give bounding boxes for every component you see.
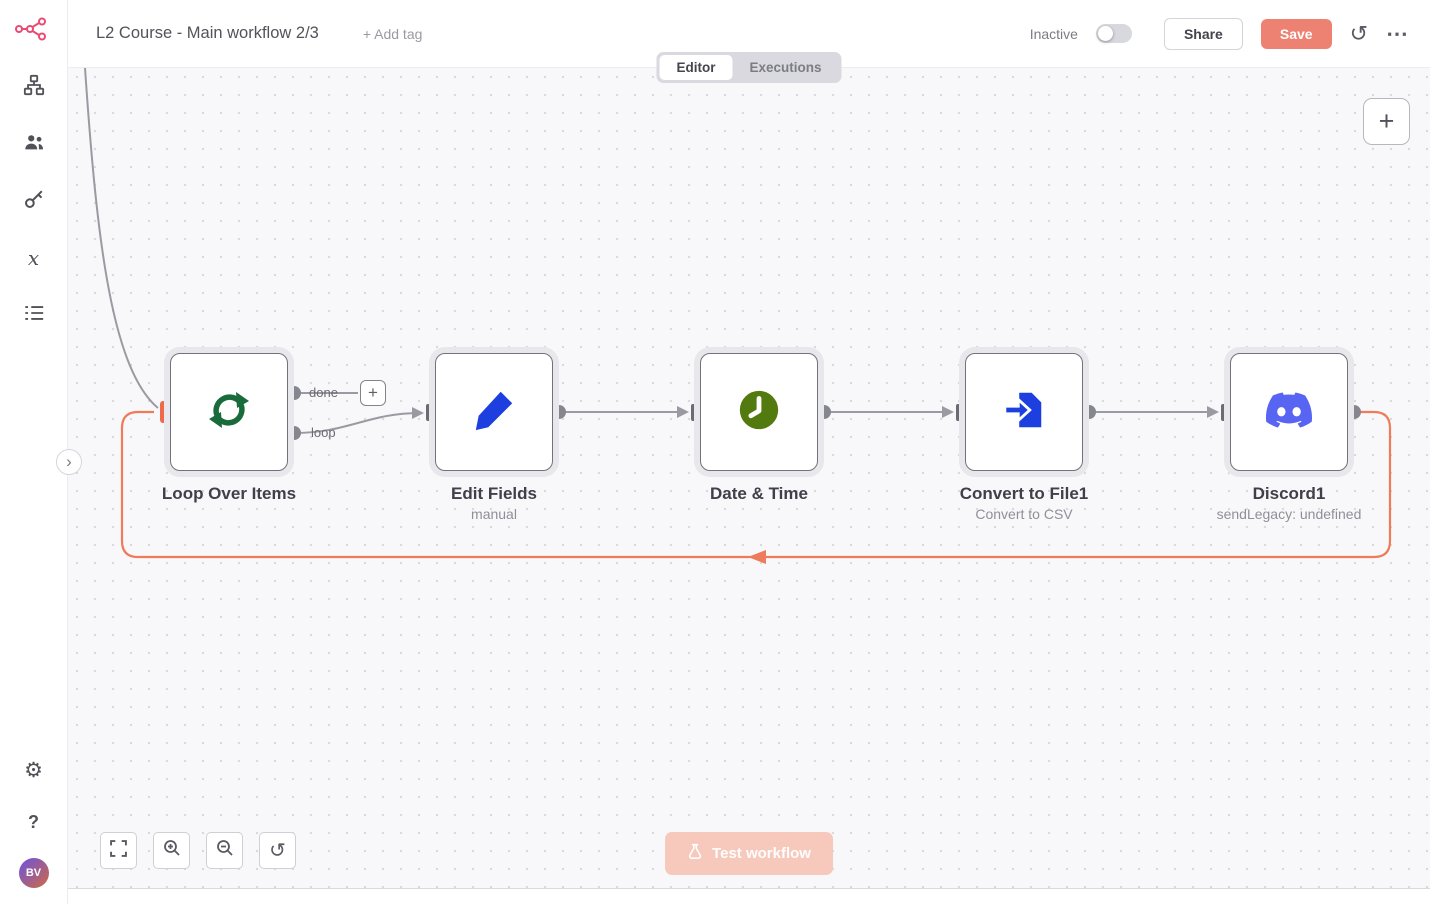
clock-icon bbox=[736, 387, 782, 438]
canvas-controls: ↺ bbox=[100, 832, 296, 869]
sitemap-icon bbox=[23, 74, 45, 101]
node-subtitle: sendLegacy: undefined bbox=[1216, 506, 1362, 522]
sidebar-item-workflows[interactable] bbox=[18, 71, 50, 103]
node-label: Date & Time bbox=[710, 484, 808, 503]
node-label: Edit Fields bbox=[451, 484, 537, 503]
loop-icon bbox=[205, 386, 253, 439]
incoming-connection bbox=[84, 68, 159, 409]
input-port-highlighted bbox=[160, 401, 169, 423]
output-port bbox=[1347, 405, 1361, 419]
sidebar: x ⚙ ? BV bbox=[0, 0, 68, 904]
zoom-in-button[interactable] bbox=[153, 832, 190, 869]
add-node-button[interactable]: + bbox=[1363, 98, 1410, 145]
sidebar-item-executions[interactable] bbox=[18, 299, 50, 331]
input-port bbox=[956, 404, 963, 421]
node-subtitle: manual bbox=[471, 506, 517, 522]
node-edit-fields[interactable]: Edit Fields manual bbox=[435, 353, 553, 522]
help-button[interactable]: ? bbox=[18, 806, 50, 838]
input-port bbox=[426, 404, 433, 421]
loop-to-editfields-connection bbox=[293, 412, 421, 434]
view-tabs: Editor Executions bbox=[656, 52, 842, 83]
sidebar-item-credentials[interactable] bbox=[18, 185, 50, 217]
n8n-logo[interactable] bbox=[14, 16, 54, 47]
header-actions: Inactive Share Save ↺ ⋯ bbox=[1029, 17, 1408, 50]
output-port bbox=[287, 426, 301, 440]
add-tag-button[interactable]: + Add tag bbox=[362, 25, 423, 42]
expand-panel-button[interactable]: › bbox=[56, 449, 82, 475]
history-icon[interactable]: ↺ bbox=[1349, 20, 1368, 46]
reset-icon: ↺ bbox=[269, 839, 286, 862]
zoom-out-icon bbox=[216, 839, 234, 862]
output-port bbox=[1082, 405, 1096, 419]
discord-icon bbox=[1266, 387, 1312, 438]
zoom-in-icon bbox=[163, 839, 181, 862]
node-label: Discord1 bbox=[1252, 484, 1326, 503]
node-loop-over-items[interactable]: Loop Over Items bbox=[162, 353, 296, 506]
list-icon bbox=[23, 302, 45, 329]
tab-editor[interactable]: Editor bbox=[659, 55, 733, 80]
zoom-out-button[interactable] bbox=[206, 832, 243, 869]
sidebar-nav: x bbox=[18, 71, 50, 331]
input-port bbox=[691, 404, 698, 421]
fit-view-button[interactable] bbox=[100, 832, 137, 869]
fit-view-icon bbox=[110, 839, 127, 862]
node-discord[interactable]: Discord1 sendLegacy: undefined bbox=[1217, 353, 1361, 522]
users-icon bbox=[23, 131, 45, 158]
status-label: Inactive bbox=[1029, 25, 1078, 42]
save-button[interactable]: Save bbox=[1260, 18, 1332, 49]
bottom-strip bbox=[68, 888, 1430, 904]
output-label-done: done bbox=[309, 385, 338, 400]
workflow-canvas[interactable]: Loop Over Items Edit Fields manual Date … bbox=[68, 68, 1430, 888]
tab-executions[interactable]: Executions bbox=[749, 60, 822, 75]
gear-icon: ⚙ bbox=[24, 758, 43, 782]
variables-icon: x bbox=[27, 246, 40, 270]
output-port bbox=[552, 405, 566, 419]
add-node-from-done-button[interactable]: + bbox=[360, 380, 386, 406]
share-button[interactable]: Share bbox=[1163, 17, 1243, 50]
test-workflow-button[interactable]: Test workflow bbox=[665, 832, 833, 875]
active-toggle[interactable] bbox=[1095, 24, 1132, 43]
key-icon bbox=[23, 188, 45, 215]
input-port bbox=[1221, 404, 1228, 421]
node-date-time[interactable]: Date & Time bbox=[700, 353, 818, 506]
sidebar-bottom: ⚙ ? BV bbox=[18, 754, 50, 904]
settings-button[interactable]: ⚙ bbox=[18, 754, 50, 786]
output-port bbox=[287, 386, 301, 400]
sidebar-item-users[interactable] bbox=[18, 128, 50, 160]
test-workflow-label: Test workflow bbox=[712, 845, 811, 862]
pencil-icon bbox=[471, 387, 517, 438]
avatar[interactable]: BV bbox=[18, 858, 49, 888]
node-label: Loop Over Items bbox=[161, 484, 297, 503]
node-label: Convert to File1 bbox=[959, 484, 1089, 503]
help-icon: ? bbox=[28, 812, 39, 832]
node-subtitle: Convert to CSV bbox=[975, 506, 1073, 522]
sidebar-item-variables[interactable]: x bbox=[18, 242, 50, 274]
output-port bbox=[817, 405, 831, 419]
file-import-icon bbox=[1001, 387, 1047, 438]
chevron-right-icon: › bbox=[66, 452, 72, 471]
output-label-loop: loop bbox=[311, 425, 336, 440]
connections-layer bbox=[84, 68, 1392, 564]
flask-icon bbox=[687, 843, 703, 864]
reset-zoom-button[interactable]: ↺ bbox=[259, 832, 296, 869]
more-menu-icon[interactable]: ⋯ bbox=[1386, 20, 1408, 46]
workflow-title[interactable]: L2 Course - Main workflow 2/3 bbox=[96, 24, 319, 42]
toggle-knob bbox=[1097, 26, 1113, 41]
node-convert-to-file[interactable]: Convert to File1 Convert to CSV bbox=[960, 353, 1088, 522]
